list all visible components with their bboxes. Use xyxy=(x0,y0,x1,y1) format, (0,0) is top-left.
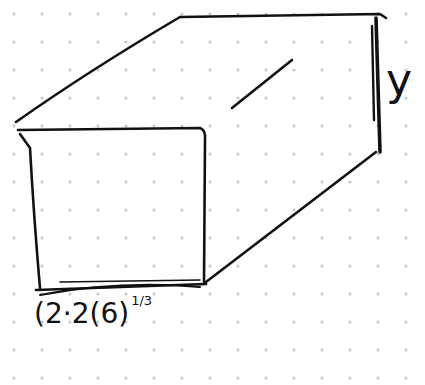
front-face-top-right xyxy=(18,128,205,282)
height-edge xyxy=(372,26,374,120)
bottom-scribble xyxy=(60,280,200,282)
exponent-label: 1/3 xyxy=(131,294,152,307)
prism-outline xyxy=(16,14,386,295)
top-back-edge xyxy=(180,14,386,18)
top-right-edge xyxy=(232,60,292,108)
height-edge xyxy=(376,18,380,152)
bottom-scribble xyxy=(40,285,200,295)
front-face-left xyxy=(20,134,40,288)
height-label: y xyxy=(386,58,412,102)
top-left-edge xyxy=(16,17,180,122)
width-label: (2·2(6) xyxy=(34,300,129,328)
bottom-right-edge xyxy=(206,152,376,282)
